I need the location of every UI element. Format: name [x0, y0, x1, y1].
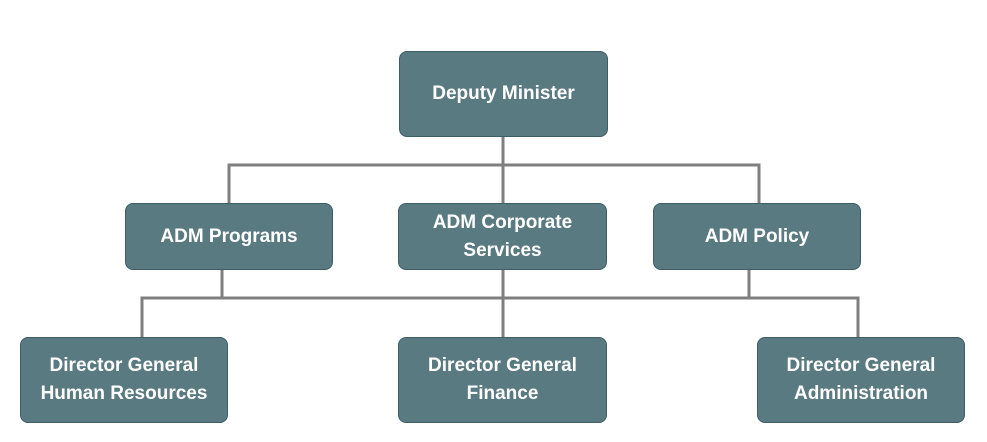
- director-general-finance-box: Director General Finance: [398, 337, 607, 423]
- deputy-minister-box: Deputy Minister: [399, 51, 608, 137]
- adm-corporate-services-box: ADM Corporate Services: [398, 203, 607, 270]
- adm-policy-box: ADM Policy: [653, 203, 861, 270]
- adm-programs-box: ADM Programs: [125, 203, 333, 270]
- director-general-administration-box: Director General Administration: [757, 337, 965, 423]
- director-general-human-resources-box: Director General Human Resources: [20, 337, 228, 423]
